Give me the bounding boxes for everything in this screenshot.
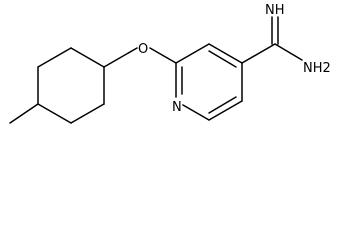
bond-pyridine-c3-c4: [208, 43, 243, 64]
ether-oxygen-label: O: [138, 42, 148, 57]
bond-amidine-to-amine: [274, 43, 303, 61]
bond-pyridine-c5-c6-inner: [208, 96, 237, 114]
structure-diagram: O N NH NH2: [9, 3, 331, 124]
bond-pyridine-c2-c3: [175, 43, 210, 64]
pyridine-nitrogen-label: N: [172, 100, 182, 115]
bond-pyridine-c6-n: [182, 104, 210, 121]
bond-pyridine-c5-c6: [208, 100, 243, 121]
amine-label: NH2: [303, 61, 331, 76]
bond-cyclohexane-2: [37, 47, 72, 68]
bond-pyridine-to-amidine: [241, 43, 276, 64]
bond-pyridine-c3-c4-inner: [208, 50, 237, 68]
pyridine-ring: [175, 43, 243, 121]
bond-methyl: [9, 103, 39, 124]
cyclohexane-ring: [37, 47, 105, 124]
imine-label: NH: [265, 3, 285, 18]
bond-ring-to-oxygen: [103, 47, 138, 68]
bond-cyclohexane-5: [70, 103, 105, 124]
bond-cyclohexane-3: [70, 47, 105, 68]
bond-cyclohexane-6: [37, 103, 72, 124]
bond-oxygen-to-pyridine: [149, 47, 177, 64]
